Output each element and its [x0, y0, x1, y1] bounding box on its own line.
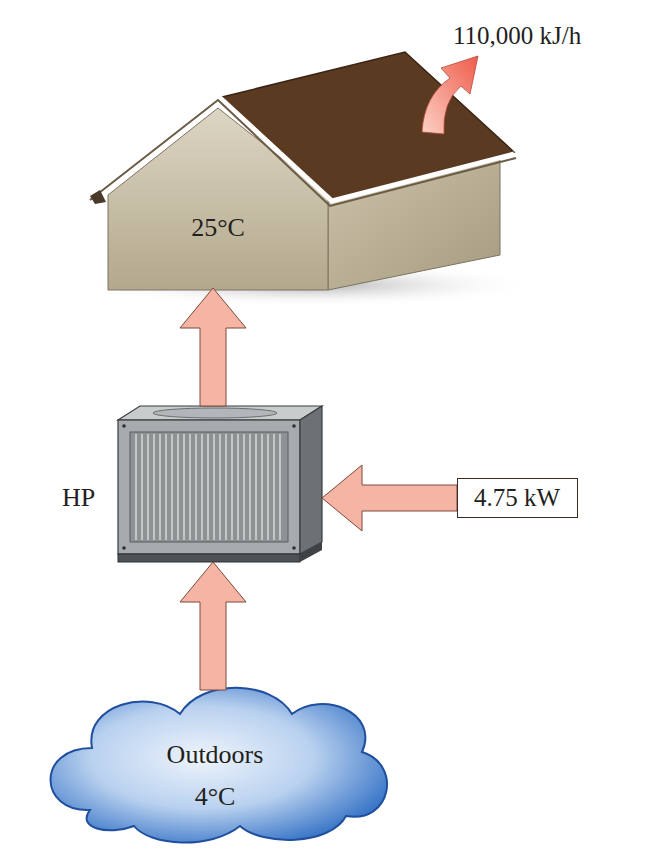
hp-screws [122, 424, 296, 550]
roof-eave [90, 190, 106, 204]
hp-grille-lines [136, 434, 280, 540]
node-text: 4.75 kW [474, 482, 561, 513]
heat-loss-arrow [422, 56, 478, 134]
hp-base [118, 554, 300, 562]
hp-base-side [300, 542, 322, 562]
house-wall: 25°C [108, 195, 328, 288]
hp-top [118, 406, 322, 420]
energy-flow-arrow [180, 288, 246, 406]
house-roof [218, 52, 514, 200]
heat-pump: HP [55, 406, 322, 562]
outdoor-cloud [51, 688, 387, 843]
energy-flow-arrow [322, 465, 457, 531]
node-text: Outdoors 4°C [155, 734, 275, 817]
hp-side [300, 406, 322, 554]
node-text: HP [62, 482, 322, 515]
hp-front [118, 420, 300, 554]
outdoor-source: Outdoors 4°C [45, 690, 385, 840]
heat-loss-label: 110,000 kJ/h [453, 22, 581, 50]
roof-edge [90, 100, 516, 206]
hp-fan [153, 408, 277, 418]
node-text: 25°C [108, 212, 328, 245]
power-input-box: 4.75 kW [457, 478, 578, 518]
energy-flow-arrow [180, 562, 246, 690]
hp-grille [130, 432, 288, 542]
